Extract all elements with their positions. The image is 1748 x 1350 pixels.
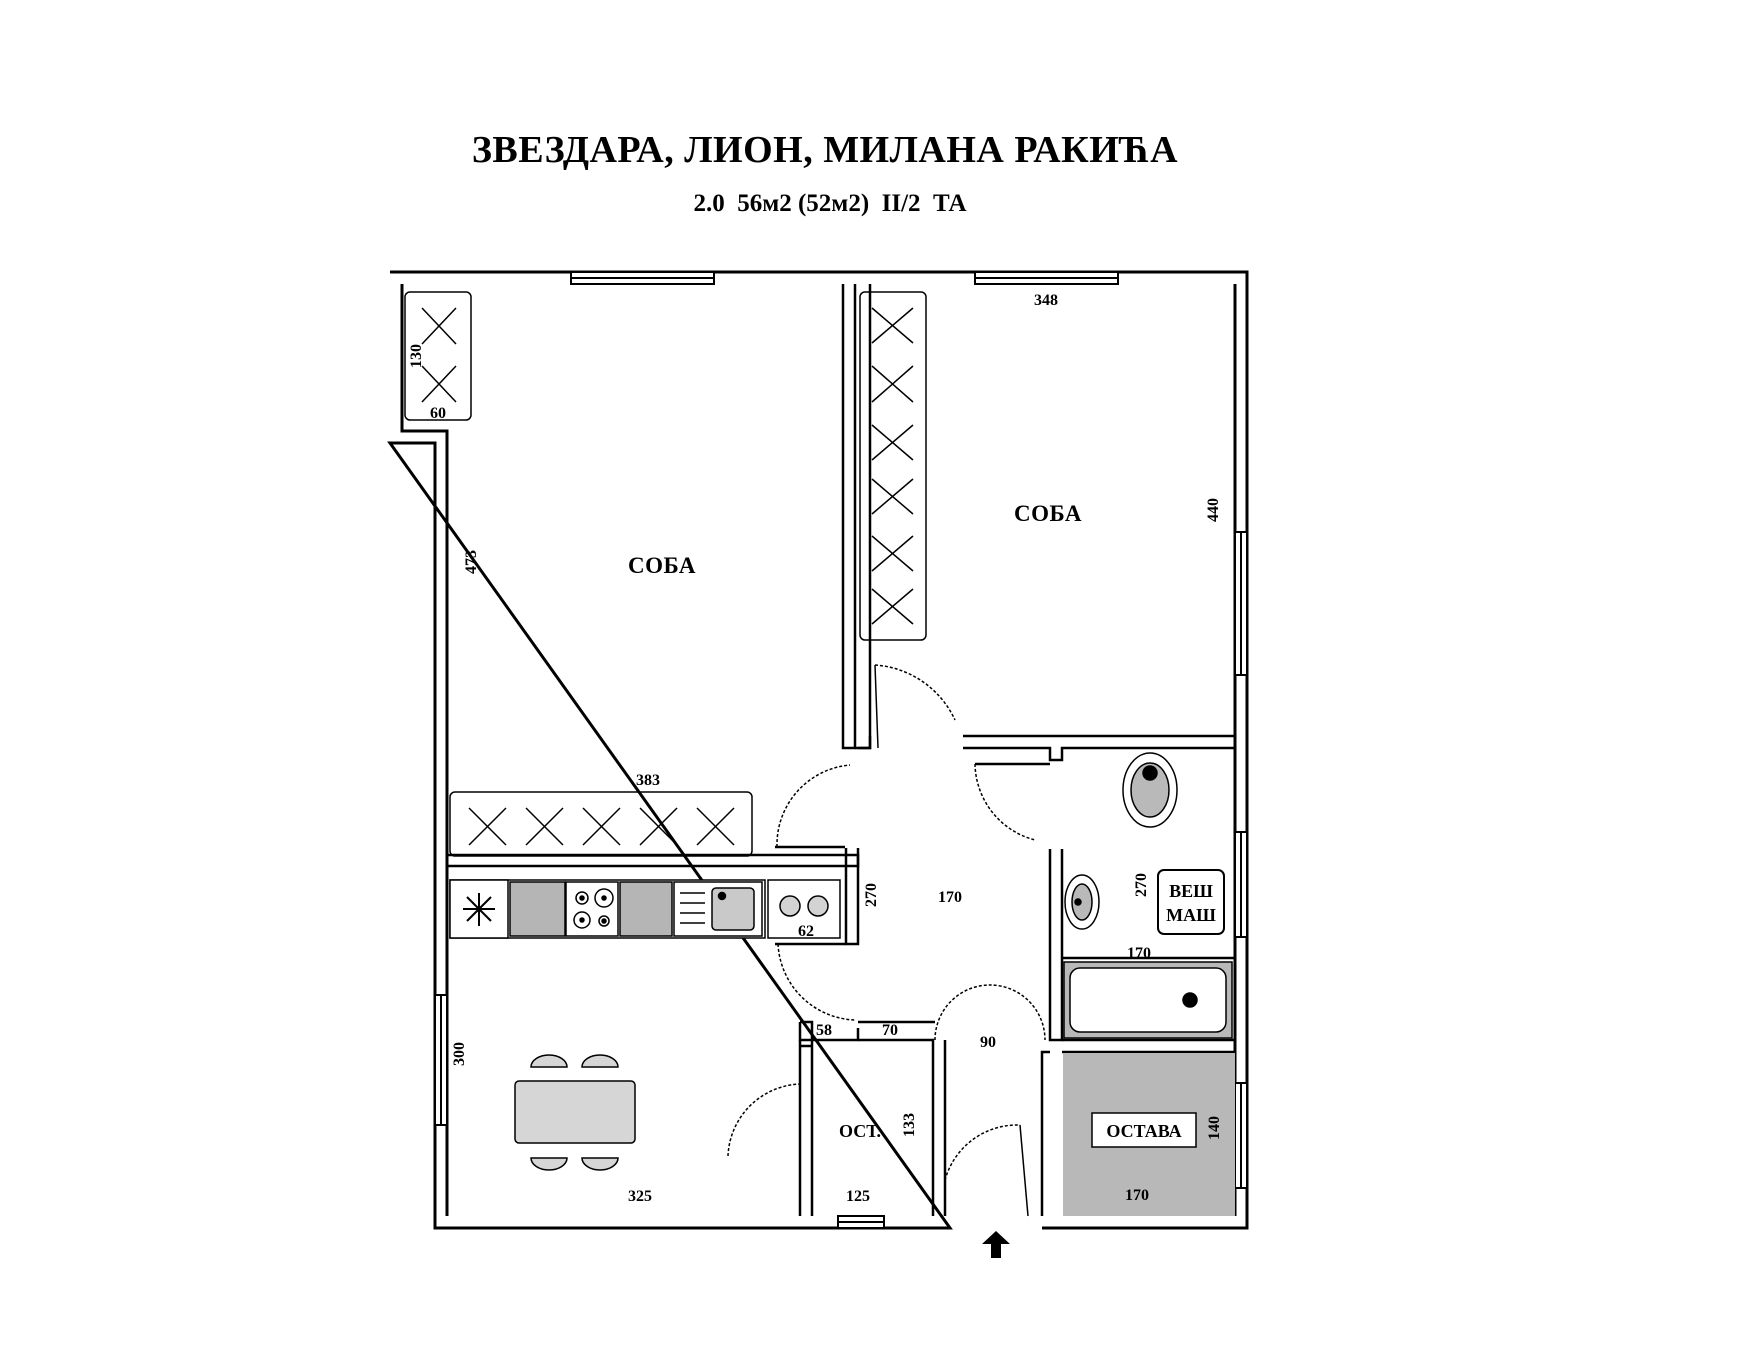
entrance-arrow-icon bbox=[982, 1231, 1010, 1258]
room-right-label: СОБА bbox=[1014, 501, 1082, 526]
washer-label-line2: МАШ bbox=[1166, 905, 1216, 925]
dim-room-right-h: 440 bbox=[1205, 498, 1222, 522]
sink-icon bbox=[673, 881, 763, 937]
dim-ostava-h: 140 bbox=[1206, 1116, 1223, 1140]
dim-kitchen-h: 300 bbox=[451, 1042, 468, 1066]
dim-58: 58 bbox=[816, 1022, 832, 1039]
doors bbox=[727, 664, 1046, 1217]
dim-room-right-w: 348 bbox=[1034, 292, 1058, 309]
wardrobe-horizontal bbox=[449, 791, 753, 857]
wardrobe-tall bbox=[859, 291, 927, 641]
dim-ost-w: 125 bbox=[846, 1188, 870, 1205]
dim-hall-w: 170 bbox=[938, 889, 962, 906]
dim-wardrobe-left-w: 60 bbox=[430, 405, 446, 422]
dim-70: 70 bbox=[882, 1022, 898, 1039]
wardrobe-small bbox=[404, 291, 472, 421]
toilet-icon bbox=[1122, 752, 1178, 828]
dim-hall-h: 270 bbox=[863, 883, 880, 907]
dim-ost-h: 133 bbox=[901, 1113, 918, 1137]
bathtub-icon bbox=[1063, 961, 1233, 1039]
kitchen-counter bbox=[449, 879, 841, 939]
washbasin-icon bbox=[1064, 874, 1100, 930]
dim-entry-w: 90 bbox=[980, 1034, 996, 1051]
dining-set bbox=[514, 1054, 636, 1171]
washer bbox=[1157, 869, 1225, 935]
plan-title: ЗВЕЗДАРА, ЛИОН, МИЛАНА РАКИЋА bbox=[471, 129, 1179, 171]
dim-wardrobe-left-h: 130 bbox=[408, 344, 425, 368]
interior-walls bbox=[447, 284, 1235, 1216]
washer-label-line1: ВЕШ bbox=[1169, 881, 1213, 901]
storage-large-label: ОСТАВА bbox=[1106, 1121, 1181, 1141]
dim-kitchen-62: 62 bbox=[798, 923, 814, 940]
stove-icon bbox=[565, 881, 619, 937]
dim-kitchen-w: 325 bbox=[628, 1188, 652, 1205]
windows bbox=[434, 271, 1248, 1229]
storage-small-label: ОСТ. bbox=[839, 1121, 881, 1141]
dim-ostava-w: 170 bbox=[1125, 1187, 1149, 1204]
dim-room-left-h: 473 bbox=[463, 550, 480, 574]
plan-subtitle: 2.0 56м2 (52м2) II/2 ТА bbox=[693, 190, 967, 217]
dim-room-left-w: 383 bbox=[636, 772, 660, 789]
room-left-label: СОБА bbox=[628, 553, 696, 578]
dim-bath-h: 270 bbox=[1133, 873, 1150, 897]
dim-bath-w: 170 bbox=[1127, 945, 1151, 962]
snowflake-icon-glyph bbox=[463, 893, 495, 926]
ostava-area bbox=[1063, 1053, 1235, 1216]
